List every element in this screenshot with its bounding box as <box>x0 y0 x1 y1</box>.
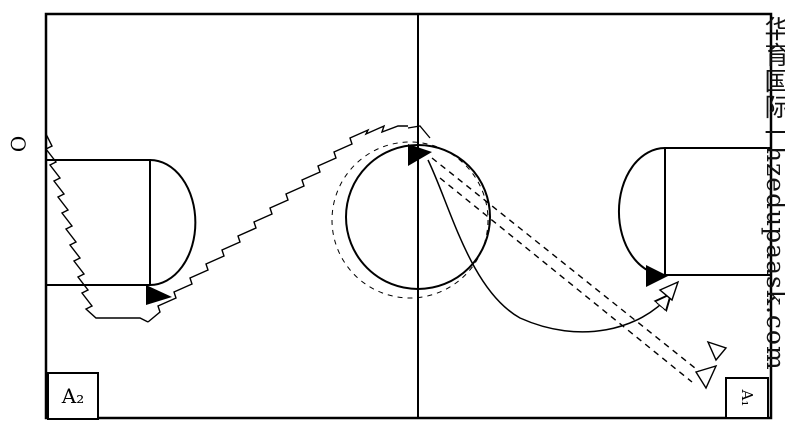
right-key <box>664 147 771 276</box>
player-center-marker <box>408 144 432 166</box>
left-key <box>46 159 151 286</box>
zone-label-a2: A₂ <box>47 372 99 420</box>
right-key-arc <box>617 147 666 276</box>
cut-path <box>427 159 670 333</box>
player-left-marker <box>146 285 172 305</box>
left-key-arc <box>149 159 197 286</box>
watermark-text: 华育国际一hzedupaask.com <box>761 16 785 371</box>
court-boundary <box>44 12 773 420</box>
origin-label: O <box>6 135 31 153</box>
center-top-mark <box>407 125 431 139</box>
open-arrow-right-key <box>658 280 680 302</box>
dribble-path-2 <box>147 124 408 323</box>
player-right-marker <box>646 265 668 287</box>
center-circle <box>345 144 491 290</box>
dribble-path-1 <box>44 133 149 323</box>
center-circle-dashed <box>331 141 489 299</box>
pass-line-1 <box>431 157 701 373</box>
open-arrow-corner <box>706 340 728 362</box>
open-arrow-bottom-right <box>694 364 718 390</box>
